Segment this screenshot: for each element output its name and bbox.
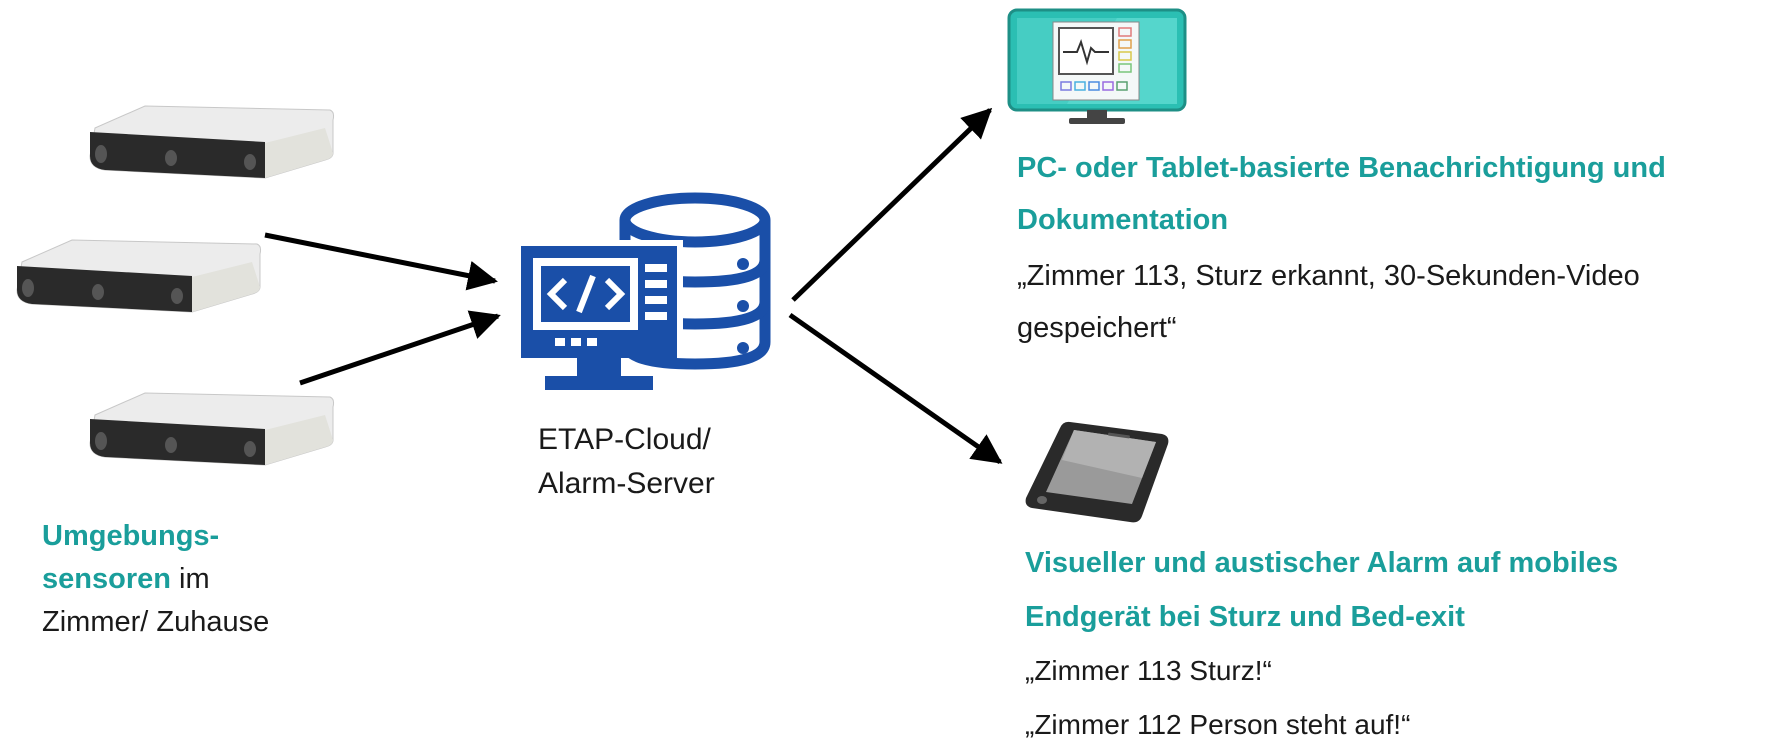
sensor-label-part1: Umgebungs- xyxy=(42,520,220,552)
arrow-server-to-pc xyxy=(791,107,993,302)
server-label-line2: Alarm-Server xyxy=(538,467,715,500)
sensor-device-1 xyxy=(89,105,335,179)
arrow-sensor1-to-server xyxy=(264,232,498,291)
server-label: ETAP-Cloud/ Alarm-Server xyxy=(538,418,798,506)
sensor-device-3 xyxy=(89,392,335,466)
mobile-alarm-line-1: „Zimmer 113 Sturz!“ xyxy=(1025,655,1272,686)
mobile-alarm-line-2: „Zimmer 112 Person steht auf!“ xyxy=(1025,709,1411,740)
pc-notification-block: PC- oder Tablet-basierte Benachrichtigun… xyxy=(1017,142,1762,354)
mobile-alarm-title: Visueller und austischer Alarm auf mobil… xyxy=(1025,547,1619,633)
pc-notification-text: „Zimmer 113, Sturz erkannt, 30-Sekunden-… xyxy=(1017,260,1640,344)
cloud-server-icon xyxy=(515,192,771,390)
sensor-label-part3: im xyxy=(170,563,210,595)
smartphone-icon xyxy=(1025,421,1169,523)
sensor-device-2 xyxy=(16,239,262,313)
arrow-server-to-mobile xyxy=(788,312,1003,465)
pc-notification-title: PC- oder Tablet-basierte Benachrichtigun… xyxy=(1017,152,1666,236)
monitor-icon xyxy=(1007,8,1187,124)
connection-arrows xyxy=(264,107,1003,465)
arrow-sensor3-to-server xyxy=(299,310,501,386)
server-label-line1: ETAP-Cloud/ xyxy=(538,423,711,456)
sensor-label-part4: Zimmer/ Zuhause xyxy=(42,606,270,638)
sensor-label-part2: sensoren xyxy=(42,563,171,595)
mobile-alarm-block: Visueller und austischer Alarm auf mobil… xyxy=(1025,536,1745,752)
sensor-label: Umgebungs- sensoren im Zimmer/ Zuhause xyxy=(42,515,382,644)
